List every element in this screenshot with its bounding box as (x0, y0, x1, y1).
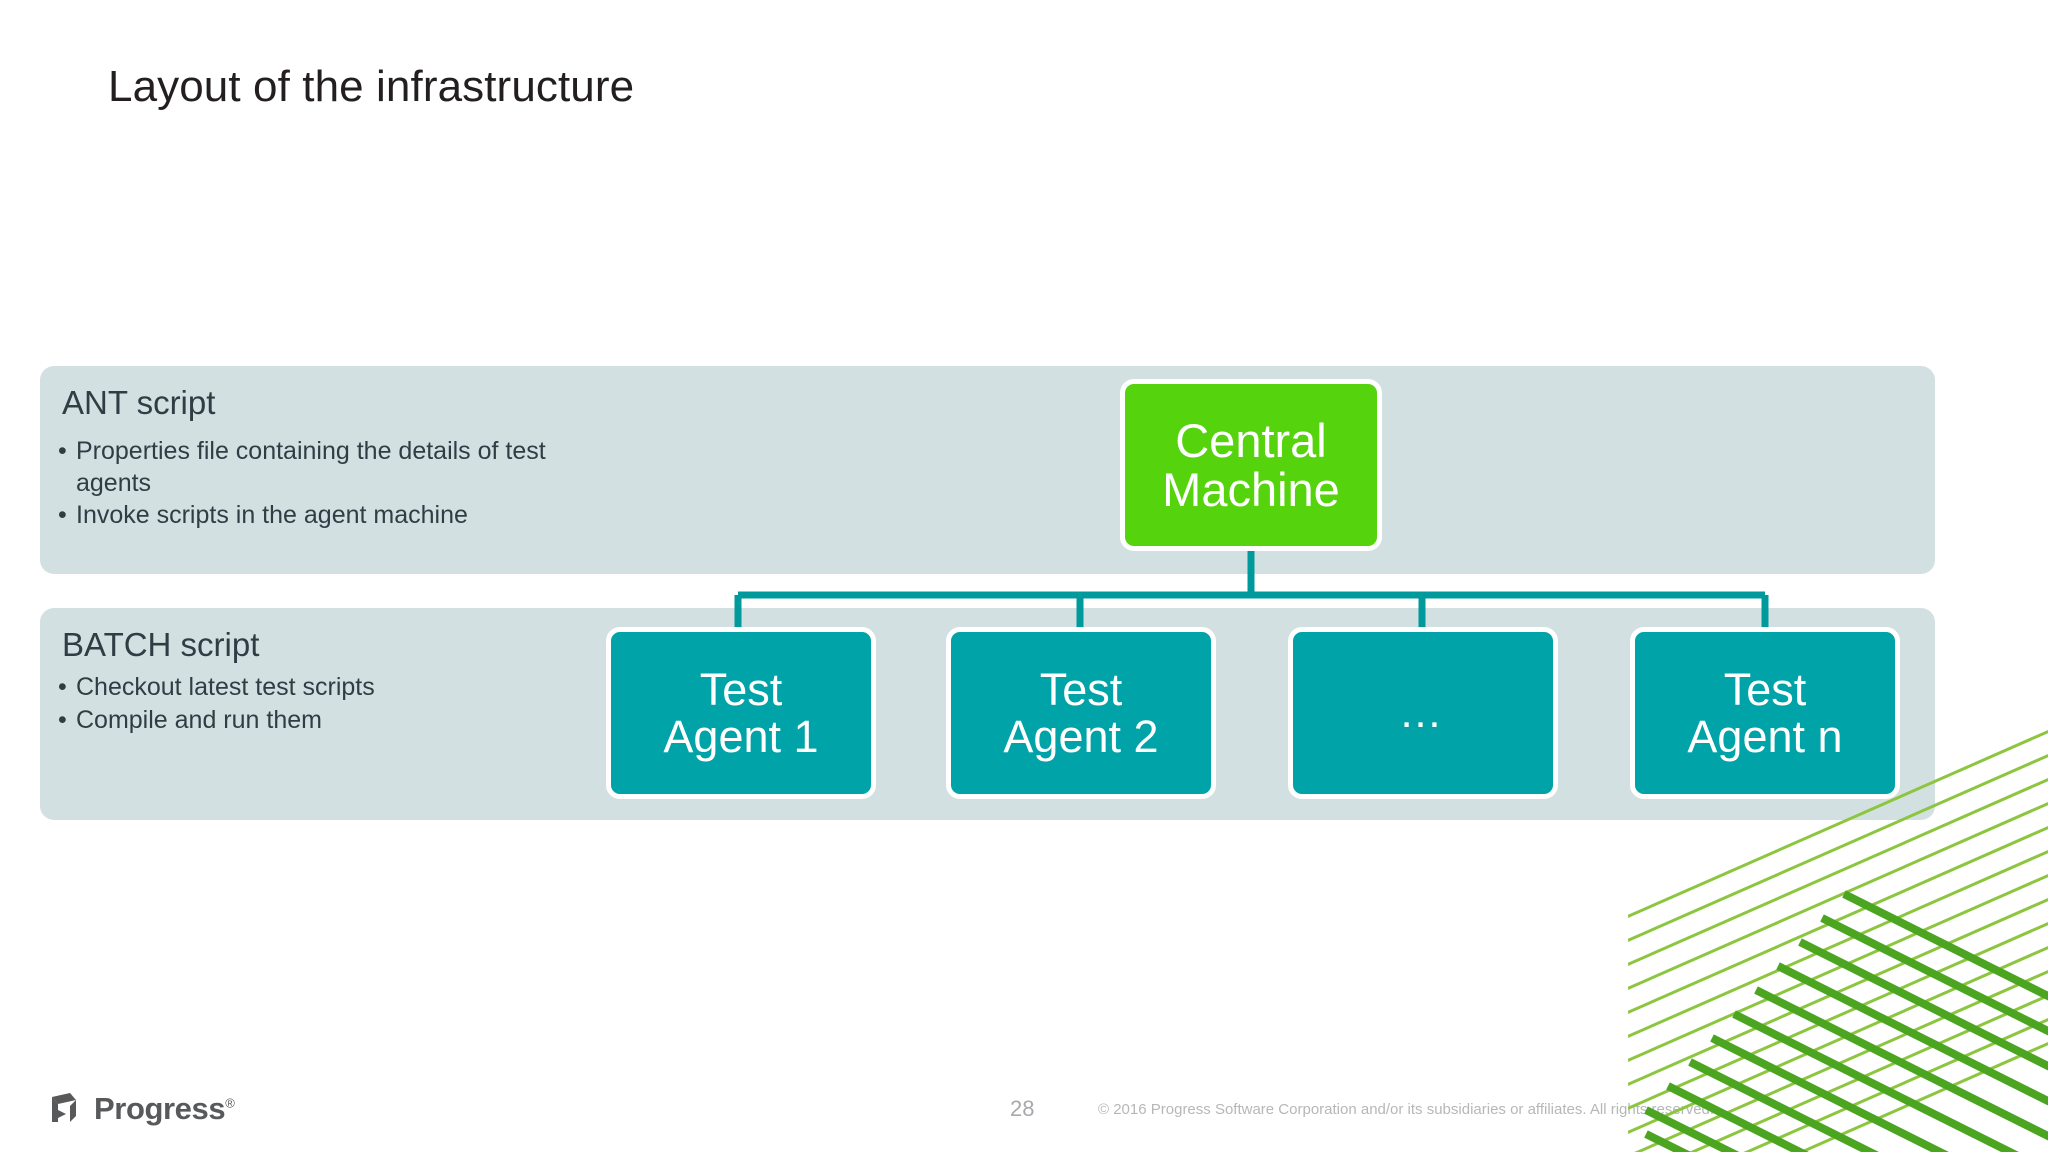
node-test-agent-2[interactable]: Test Agent 2 (946, 627, 1216, 799)
list-item: • Checkout latest test scripts (58, 672, 578, 704)
bullet-glyph-icon: • (58, 673, 67, 701)
node-label-line-2: … (1398, 687, 1448, 737)
node-test-agent-1[interactable]: Test Agent 1 (606, 627, 876, 799)
list-item-label: Checkout latest test scripts (76, 673, 375, 701)
bullet-glyph-icon: • (58, 501, 67, 529)
node-label-line-2: Machine (1162, 463, 1340, 516)
node-test-agent-1-label: Test Agent 1 (663, 666, 818, 761)
node-label-line-2: Agent 2 (1003, 711, 1159, 762)
node-label-line-2: Agent n (1687, 711, 1843, 762)
progress-logo-text: Progress® (94, 1091, 235, 1127)
node-test-agent-2-label: Test Agent 2 (1003, 666, 1158, 761)
bullet-glyph-icon: • (58, 705, 67, 734)
node-label-line-1: Test (699, 663, 783, 715)
progress-logo-wordmark: Progress (94, 1091, 226, 1126)
page-title: Layout of the infrastructure (108, 62, 635, 111)
panel-ant-script: ANT script • Properties file containing … (40, 366, 1935, 574)
list-item: • Compile and run them (58, 705, 578, 737)
registered-trademark-icon: ® (225, 1095, 235, 1111)
node-label-line-1: Test (1723, 663, 1807, 715)
progress-logo: Progress® (42, 1088, 235, 1130)
list-item-label: Compile and run them (76, 705, 322, 734)
progress-logo-mark-icon (52, 1093, 76, 1122)
node-label-line-1: Test (1039, 663, 1123, 715)
node-label-line-1: Central (1175, 413, 1327, 467)
node-test-agent-n-label: Test Agent n (1687, 666, 1842, 761)
page-number: 28 (1010, 1096, 1035, 1121)
bullet-list-ant-script: • Properties file containing the details… (58, 436, 578, 533)
copyright-notice: © 2016 Progress Software Corporation and… (1098, 1101, 1715, 1118)
list-item-label: Invoke scripts in the agent machine (76, 501, 468, 529)
bullet-glyph-icon: • (58, 437, 67, 465)
node-label-line-2: Agent 1 (663, 711, 819, 762)
panel-heading-ant-script: ANT script (62, 384, 216, 421)
bullet-list-batch-script: • Checkout latest test scripts • Compile… (58, 672, 578, 737)
node-central-machine-label: Central Machine (1162, 413, 1340, 516)
panel-heading-batch-script: BATCH script (62, 626, 260, 663)
node-test-agent-n[interactable]: Test Agent n (1630, 627, 1900, 799)
node-central-machine[interactable]: Central Machine (1120, 379, 1382, 551)
list-item-label: Properties file containing the details o… (76, 437, 546, 497)
list-item: • Properties file containing the details… (58, 436, 578, 499)
list-item: • Invoke scripts in the agent machine (58, 500, 578, 532)
node-test-agent-ellipsis-label: … (1398, 687, 1448, 737)
node-test-agent-ellipsis[interactable]: … (1288, 627, 1558, 799)
